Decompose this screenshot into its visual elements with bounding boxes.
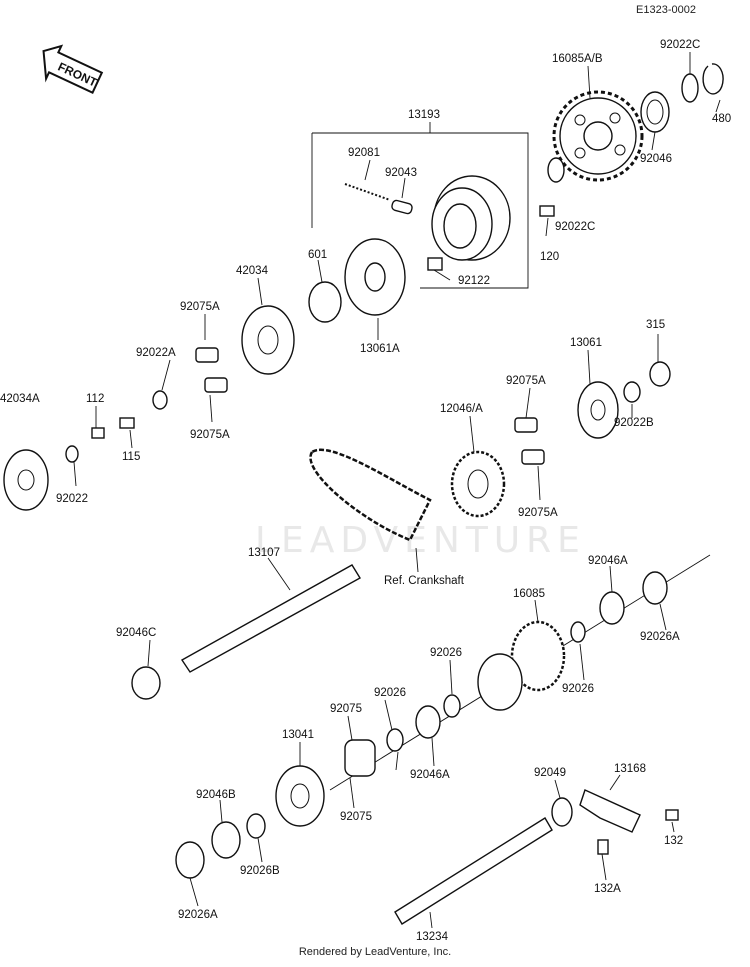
callout-13061a: 13061A (360, 343, 400, 355)
callout-12046a: 12046/A (440, 403, 483, 415)
bearing-601 (308, 281, 342, 323)
damper-92075 (344, 739, 376, 777)
callout-13193: 13193 (408, 109, 440, 121)
washer-92022a (152, 390, 168, 410)
callout-112: 112 (86, 393, 104, 405)
callout-92075-bottom: 92075 (340, 811, 372, 823)
circlip-92022c (681, 73, 699, 103)
clutch-hub-13061a (344, 238, 406, 316)
callout-92026-c: 92026 (374, 687, 406, 699)
callout-16085ab: 16085A/B (552, 53, 603, 65)
callout-13041: 13041 (282, 729, 314, 741)
shoe-92122 (427, 257, 443, 271)
nut-315 (649, 361, 671, 387)
callout-92046: 92046 (640, 153, 672, 165)
callout-92026a-bottom: 92026A (178, 909, 218, 921)
callout-92026a-right: 92026A (640, 631, 680, 643)
callout-92026b: 92026B (240, 865, 280, 877)
callout-92026-b: 92026 (562, 683, 594, 695)
shaft-13107 (180, 564, 361, 673)
callout-92075a-right: 92075A (506, 375, 546, 387)
hub-13061 (577, 381, 619, 439)
callout-92022b: 92022B (614, 417, 654, 429)
dampers-92075a-right (514, 417, 538, 433)
clutch-assembly-box (311, 122, 529, 289)
callout-115: 115 (122, 451, 140, 463)
drive-chain (309, 448, 432, 542)
washer-92026b (246, 813, 266, 839)
bolt-115 (119, 417, 135, 429)
shaft-13234 (394, 817, 553, 925)
clutch-drum (431, 175, 511, 261)
callout-92022: 92022 (56, 493, 88, 505)
bearing-92046b (211, 821, 241, 859)
bolt-132 (665, 809, 679, 821)
callout-132a: 132A (594, 883, 621, 895)
dampers-92075a-right-2 (521, 449, 545, 465)
seal-92026a-b (175, 841, 205, 879)
callout-42034: 42034 (236, 265, 269, 277)
callout-92046a-bottom: 92046A (410, 769, 450, 781)
callout-92081: 92081 (348, 147, 380, 159)
snap-ring-480 (702, 63, 724, 95)
gear-16085 (477, 620, 566, 711)
callout-92046a-top: 92046A (588, 555, 628, 567)
leader-lines (73, 52, 721, 929)
bearing-92046a (599, 591, 625, 625)
callout-13168: 13168 (614, 763, 646, 775)
callout-13234: 13234 (416, 931, 449, 943)
washer-92026-c (386, 728, 404, 752)
bearing-92046c (131, 666, 161, 700)
bearing-92046a-b (415, 705, 441, 739)
cam-42034 (241, 305, 295, 375)
callout-92122: 92122 (458, 275, 490, 287)
callout-13107: 13107 (248, 547, 280, 559)
sprocket-12046 (450, 450, 506, 518)
callout-92046c: 92046C (116, 627, 156, 639)
callout-92046b: 92046B (196, 789, 236, 801)
needle-bearing-92046 (640, 91, 670, 133)
callout-92075a-bottom: 92075A (190, 429, 230, 441)
callout-92022a: 92022A (136, 347, 176, 359)
callout-92022c-top: 92022C (660, 39, 700, 51)
callout-92026-a: 92026 (430, 647, 462, 659)
washer-92026-b (443, 694, 461, 718)
callout-42034a: 42034A (0, 393, 40, 405)
callout-13061: 13061 (570, 337, 602, 349)
cam-13041 (275, 765, 325, 827)
callout-92075-top: 92075 (330, 703, 362, 715)
front-arrow: FRONT (42, 44, 104, 94)
footer-credit: Rendered by LeadVenture, Inc. (298, 946, 452, 958)
seal-92026a (642, 571, 668, 605)
reference-note: Ref. Crankshaft (384, 575, 465, 587)
callout-92075a-top: 92075A (180, 301, 220, 313)
callout-601: 601 (308, 249, 327, 261)
callout-92043: 92043 (385, 167, 417, 179)
sprocket-16085ab (552, 90, 644, 182)
callout-92049: 92049 (534, 767, 566, 779)
bolt-132a (597, 839, 609, 855)
washer-92022b (623, 381, 641, 403)
washer-92022c (547, 157, 565, 183)
callout-315: 315 (646, 319, 665, 331)
bolt-112 (91, 427, 105, 439)
callout-16085: 16085 (513, 588, 545, 600)
callout-132: 132 (664, 835, 683, 847)
pins-92081 (344, 183, 413, 215)
callout-92075a-right-bottom: 92075A (518, 507, 558, 519)
lever-13168 (579, 789, 641, 833)
seal-92049 (551, 797, 573, 827)
callout-labels: 13193 16085A/B 92022C 480 92046 92081 92… (0, 39, 731, 943)
diagram-code: E1323-0002 (636, 4, 696, 16)
callout-92022c-mid: 92022C (555, 221, 595, 233)
watermark: LEADVENTURE (255, 520, 586, 561)
washer-92026 (570, 621, 586, 643)
dampers-92075a (195, 347, 228, 393)
washer-92022 (65, 445, 79, 463)
callout-480: 480 (712, 113, 731, 125)
callout-120: 120 (540, 251, 559, 263)
bolt-120 (539, 205, 555, 217)
flange-42034a (3, 449, 49, 511)
